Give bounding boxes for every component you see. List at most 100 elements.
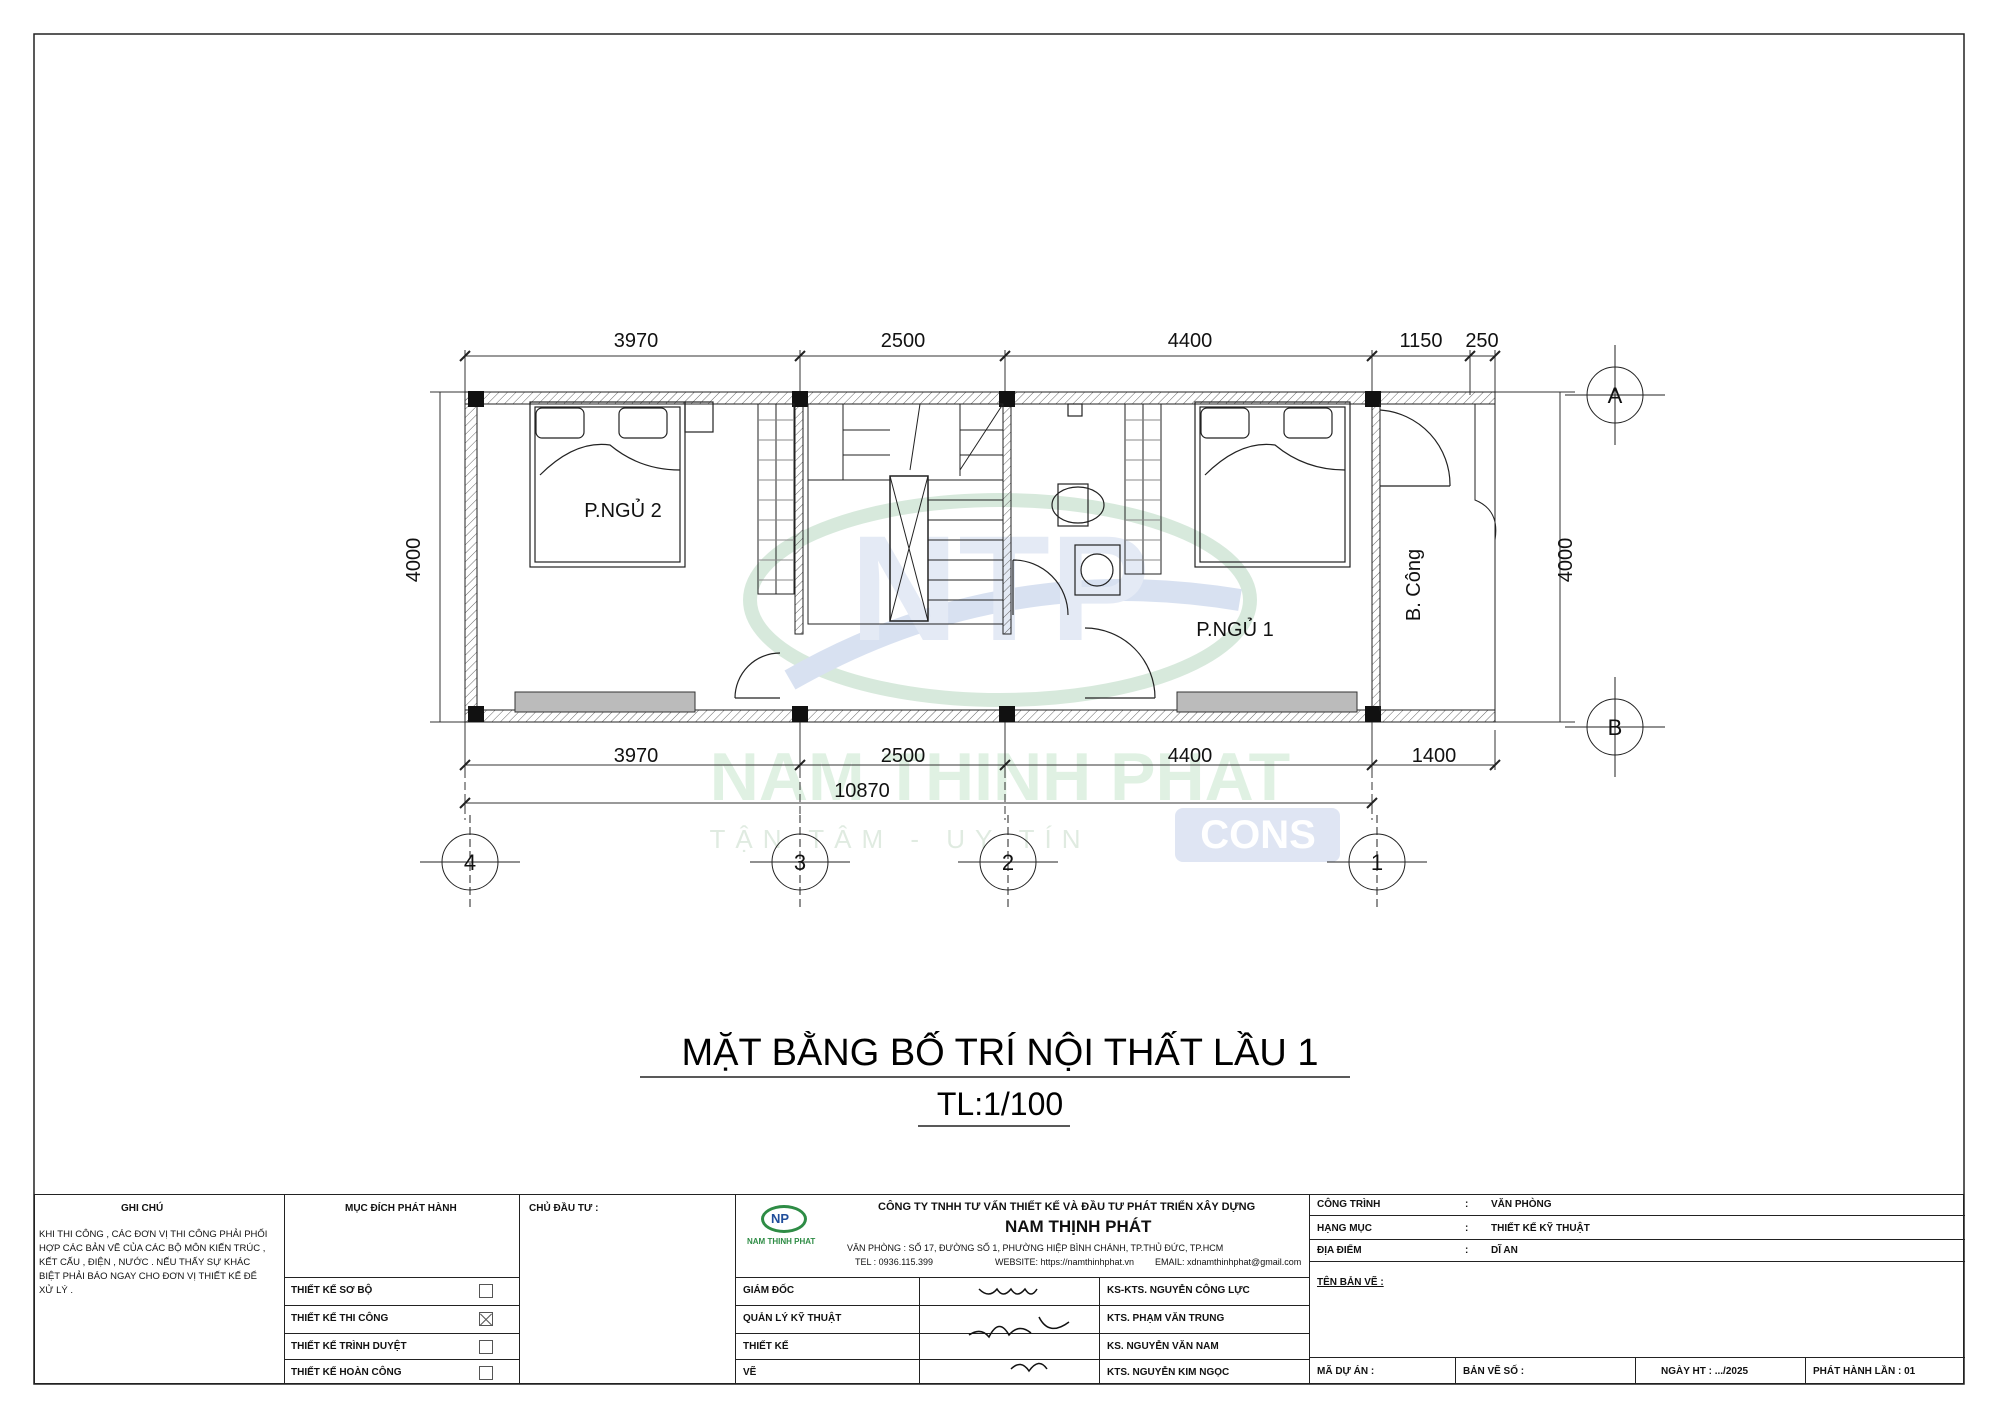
purpose-checkbox-2[interactable]	[479, 1312, 493, 1326]
notes-line-3: KẾT CẤU , ĐIỆN , NƯỚC . NẾU THẤY SỰ KHÁC	[39, 1257, 251, 1268]
project-value-3: DĨ AN	[1491, 1245, 1518, 1256]
room-label-gate: B. Công	[1403, 549, 1425, 621]
company-email[interactable]: EMAIL: xdnamthinhphat@gmail.com	[1155, 1257, 1302, 1267]
room-label-bedroom1: P.NGỦ 1	[1196, 617, 1273, 641]
drawing-title: MẶT BẰNG BỐ TRÍ NỘI THẤT LẦU 1	[681, 1029, 1318, 1074]
dim-top-3: 4400	[1168, 330, 1213, 352]
signatures	[968, 1287, 1070, 1373]
dim-top-2: 2500	[881, 330, 926, 352]
purpose-checkbox-1[interactable]	[479, 1284, 493, 1298]
dim-bottom-3: 4400	[1168, 745, 1213, 767]
notes-line-1: KHI THI CÔNG , CÁC ĐƠN VỊ THI CÔNG PHẢI …	[39, 1229, 268, 1240]
door-bedroom2	[734, 652, 781, 699]
dimension-labels: 3970 2500 4400 1150 250 3970 2500 4400 1…	[403, 330, 1577, 802]
signature-1	[978, 1287, 1038, 1295]
axis-bubble-3: 3	[750, 815, 850, 910]
door-balcony	[1379, 409, 1451, 487]
purpose-header: MỤC ĐÍCH PHÁT HÀNH	[345, 1203, 457, 1214]
axis-bubble-a: A	[1565, 345, 1665, 445]
company-logo-abbr: NP	[771, 1211, 790, 1226]
notes-line-2: HỢP CÁC BẢN VẼ CỦA CÁC BỘ MÔN KIẾN TRÚC …	[39, 1243, 266, 1254]
purpose-checkbox-3[interactable]	[479, 1340, 493, 1354]
wardrobe-bedroom2	[757, 403, 795, 595]
project-label-1: CÔNG TRÌNH	[1317, 1199, 1381, 1210]
notes-line-5: XỬ LÝ .	[39, 1285, 73, 1296]
desk-bedroom1	[1176, 691, 1358, 713]
watermark-slogan: TẬN TÂM - UY TÍN	[709, 824, 1090, 854]
company-logo-text: NAM THINH PHAT	[747, 1237, 816, 1246]
dim-top-5: 250	[1465, 330, 1498, 352]
project-label-3: ĐỊA ĐIỂM	[1317, 1245, 1362, 1256]
svg-text:A: A	[1608, 383, 1623, 408]
investor-label: CHỦ ĐẦU TƯ :	[529, 1203, 599, 1214]
wardrobe-bedroom1	[1124, 403, 1162, 575]
sheet-name-label: TÊN BẢN VẼ :	[1317, 1277, 1384, 1288]
dimension-lines	[430, 350, 1575, 820]
role-3: THIẾT KẾ	[743, 1341, 789, 1352]
watermark: NTP NAM THINH PHAT CONS TẬN TÂM - UY TÍN	[709, 493, 1340, 862]
wall-axis2	[1002, 403, 1012, 635]
watermark-name: NAM THINH PHAT	[710, 739, 1290, 815]
svg-text:1: 1	[1371, 850, 1383, 875]
date-label: NGÀY HT : .../2025	[1661, 1366, 1749, 1377]
wall-axis3	[794, 403, 804, 635]
sheet-no-label: BẢN VẼ SỐ :	[1463, 1366, 1525, 1377]
dimension-ticks	[459, 350, 1501, 809]
title-block: GHI CHÚ KHI THI CÔNG , CÁC ĐƠN VỊ THI CÔ…	[34, 1194, 1965, 1384]
role-name-4: KTS. NGUYỄN KIM NGỌC	[1107, 1367, 1230, 1378]
project-label-2: HẠNG MỤC	[1317, 1223, 1372, 1234]
wall-left	[464, 391, 478, 723]
role-4: VẼ	[743, 1367, 757, 1378]
company-tel: TEL : 0936.115.399	[855, 1257, 934, 1267]
project-value-1: VĂN PHÒNG	[1491, 1199, 1552, 1210]
dim-top-1: 3970	[614, 330, 659, 352]
company-logo: NP NAM THINH PHAT	[747, 1205, 825, 1255]
bed-bedroom2	[529, 401, 714, 568]
role-2: QUẢN LÝ KỸ THUẬT	[743, 1313, 842, 1324]
company-website[interactable]: WEBSITE: https://namthinhphat.vn	[995, 1257, 1135, 1267]
axis-bubble-b: B	[1565, 677, 1665, 777]
staircase	[807, 403, 1004, 625]
purpose-label-2: THIẾT KẾ THI CÔNG	[291, 1313, 389, 1324]
drawing-scale: TL:1/100	[937, 1086, 1063, 1122]
role-name-3: KS. NGUYỄN VĂN NAM	[1107, 1341, 1219, 1352]
dim-top-4: 1150	[1399, 330, 1442, 352]
dim-right: 4000	[1555, 538, 1577, 583]
signature-3	[1010, 1362, 1048, 1373]
axis-bubbles: 4 3 2 1 A B	[420, 345, 1665, 910]
axis-bubble-2: 2	[958, 815, 1058, 910]
role-name-2: KTS. PHẠM VĂN TRUNG	[1107, 1313, 1225, 1324]
dim-bottom-1: 3970	[614, 745, 659, 767]
purpose-label-3: THIẾT KẾ TRÌNH DUYỆT	[291, 1341, 407, 1352]
watermark-badge: CONS	[1200, 813, 1316, 857]
watermark-badge-bg	[1175, 808, 1340, 862]
door-bedroom1	[1084, 627, 1156, 699]
project-code-label: MÃ DỰ ÁN :	[1317, 1366, 1375, 1377]
svg-text:2: 2	[1002, 850, 1014, 875]
signature-2	[968, 1316, 1070, 1339]
purpose-label-1: THIẾT KẾ SƠ BỘ	[291, 1285, 373, 1296]
room-label-bedroom2: P.NGỦ 2	[584, 498, 661, 522]
issue-label: PHÁT HÀNH LẦN : 01	[1813, 1366, 1916, 1377]
wall-axis1	[1371, 403, 1381, 711]
columns	[468, 391, 1381, 722]
desk-bedroom2	[514, 691, 696, 713]
floor-plan	[464, 391, 1497, 723]
purpose-label-4: THIẾT KẾ HOÀN CÔNG	[291, 1367, 402, 1378]
project-value-2: THIẾT KẾ KỸ THUẬT	[1491, 1223, 1590, 1234]
dim-bottom-4: 1400	[1412, 745, 1457, 767]
company-line: CÔNG TY TNHH TƯ VẤN THIẾT KẾ VÀ ĐẦU TƯ P…	[878, 1201, 1256, 1213]
notes-line-4: BIỆT PHẢI BÁO NGAY CHO ĐƠN VỊ THIẾT KẾ Đ…	[39, 1271, 257, 1282]
company-office: VĂN PHÒNG : SỐ 17, ĐƯỜNG SỐ 1, PHƯỜNG HI…	[847, 1243, 1224, 1253]
wc	[1051, 403, 1121, 596]
notes-header: GHI CHÚ	[121, 1203, 164, 1214]
axis-bubble-4: 4	[420, 815, 520, 910]
svg-text:4: 4	[464, 850, 476, 875]
company-name: NAM THỊNH PHÁT	[1005, 1217, 1152, 1236]
purpose-checkbox-4[interactable]	[479, 1366, 493, 1380]
balcony	[1379, 403, 1497, 711]
dim-total: 10870	[834, 780, 890, 802]
sheet-border	[33, 33, 1965, 1385]
door-wc	[1012, 559, 1069, 616]
